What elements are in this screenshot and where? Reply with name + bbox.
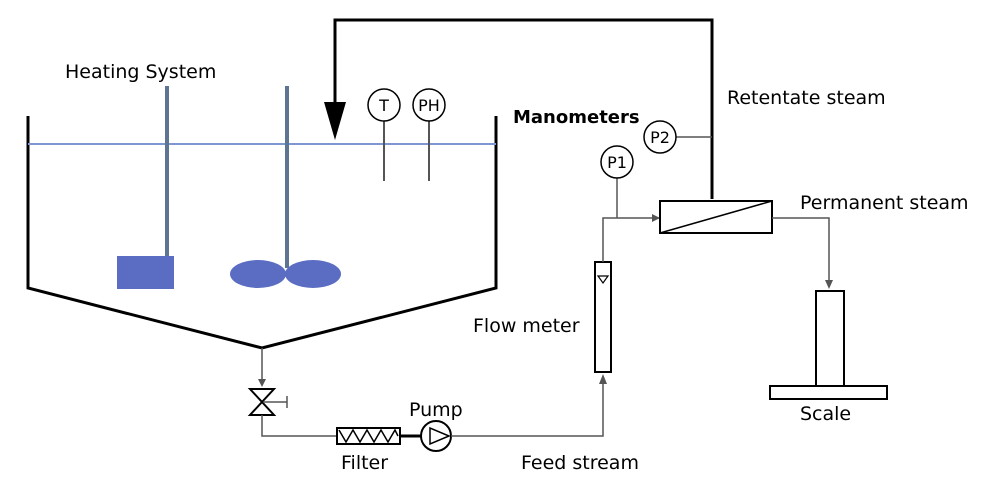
heater-block bbox=[117, 256, 174, 289]
pump-label: Pump bbox=[409, 399, 463, 421]
feed-pipe bbox=[451, 378, 604, 437]
ph-gauge-label: PH bbox=[418, 96, 440, 115]
drain-arrow-head bbox=[258, 379, 266, 387]
temperature-gauge-label: T bbox=[378, 96, 389, 115]
scale-label: Scale bbox=[800, 403, 851, 425]
permeate-arrow-head bbox=[825, 280, 833, 289]
p2-gauge bbox=[643, 120, 677, 154]
pump-direction-icon bbox=[429, 426, 451, 446]
module-inlet-arrow-head bbox=[652, 214, 660, 222]
filter-label: Filter bbox=[341, 452, 388, 474]
return-arrow-head bbox=[324, 102, 346, 140]
bottom-pipe bbox=[261, 415, 337, 437]
flow-meter-label: Flow meter bbox=[473, 315, 580, 337]
stirrer-blade-left bbox=[230, 260, 286, 288]
feed-arrow-head bbox=[599, 374, 607, 384]
retentate-return-pipe bbox=[333, 18, 714, 199]
filter-coil bbox=[338, 428, 399, 444]
permanent-label: Permanent steam bbox=[800, 192, 969, 214]
p2-gauge-label: P2 bbox=[650, 128, 670, 147]
pump-icon bbox=[420, 420, 452, 452]
stirrer-blade-right bbox=[285, 260, 341, 288]
heating-system-label: Heating System bbox=[65, 61, 216, 83]
permeate-pipe bbox=[772, 217, 830, 286]
temperature-gauge bbox=[367, 88, 401, 122]
retentate-label: Retentate steam bbox=[727, 87, 886, 109]
flowmeter-to-module-pipe bbox=[602, 217, 660, 262]
membrane-line bbox=[659, 200, 773, 234]
feed-stream-label: Feed stream bbox=[521, 452, 639, 474]
ph-gauge bbox=[412, 88, 446, 122]
collection-vessel bbox=[815, 290, 845, 387]
p1-gauge bbox=[600, 145, 634, 179]
p1-gauge-label: P1 bbox=[607, 153, 627, 172]
manometers-label: Manometers bbox=[513, 107, 640, 128]
tank-outline bbox=[26, 116, 498, 350]
flow-meter-tube bbox=[594, 261, 612, 373]
scale-platform bbox=[769, 385, 888, 400]
flow-meter-float bbox=[596, 275, 610, 285]
valve-icon bbox=[247, 388, 277, 416]
